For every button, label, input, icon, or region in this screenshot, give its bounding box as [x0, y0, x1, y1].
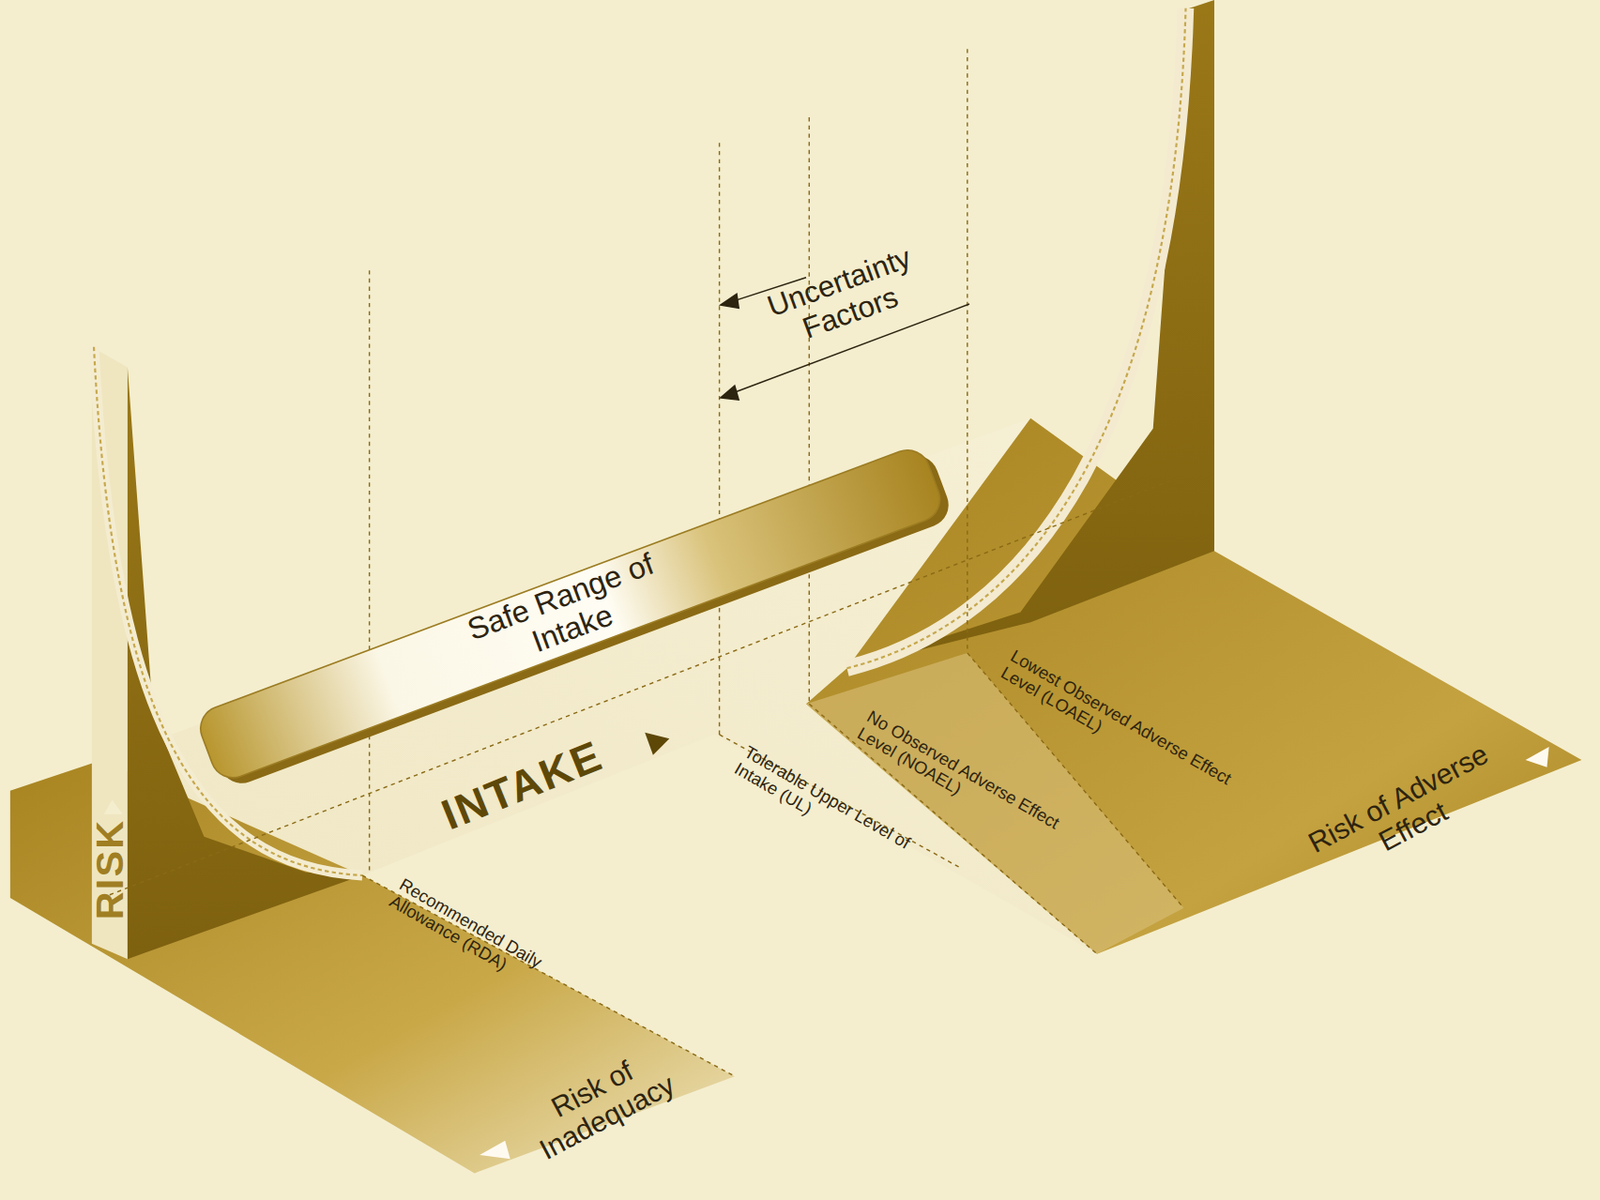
axis-label: RISK [89, 767, 132, 972]
